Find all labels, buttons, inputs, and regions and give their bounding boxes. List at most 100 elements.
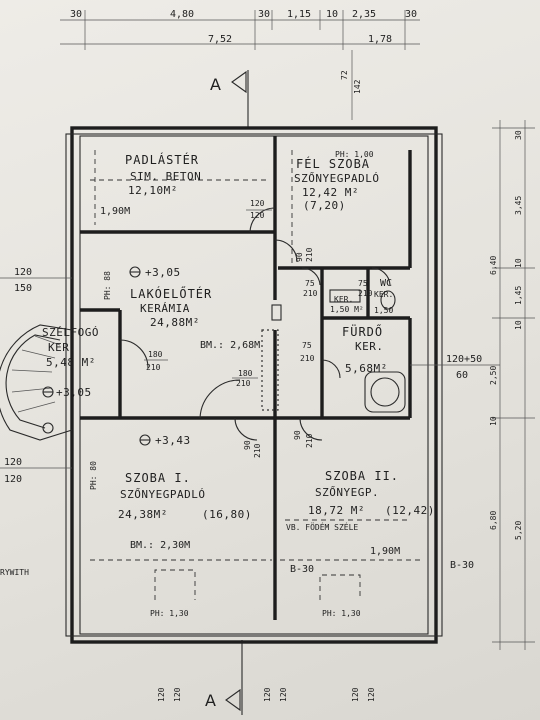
room-szoba1-level: +3,43 (155, 434, 191, 447)
room-szoba2-area: 18,72 M² (308, 504, 365, 517)
door-dim-5: 75 (305, 279, 315, 288)
dim-left-1: 120 (14, 267, 32, 278)
dim-top-right: 1,78 (368, 34, 392, 45)
room-padlaster-floor: SIM. BETON (130, 170, 201, 183)
room-ker-name: KER. (334, 295, 353, 304)
room-szoba1-ph: PH: 80 (89, 461, 98, 490)
room-szoba1-area: 24,38M² (118, 508, 168, 521)
dim-top-3: 30 (258, 9, 270, 20)
room-szoba1-ph2: PH: 1,30 (150, 609, 189, 618)
edge-text: RYWITH (0, 568, 29, 577)
room-szoba2-beam: VB. FÖDÉM SZÉLE (286, 521, 358, 532)
dim-bottom-1: 120 (157, 687, 166, 702)
room-szoba2-note: 1,90M (370, 546, 400, 557)
room-ker-area: 1,50 M² (330, 305, 364, 314)
dim-right-9: 1,45 (514, 286, 523, 305)
exterior-walls (65, 126, 443, 644)
door-dim-11: 180 (148, 350, 163, 359)
dim-bottom-6: 120 (367, 687, 376, 702)
dim-top-5: 10 (326, 9, 338, 20)
dim-left-4: 120 (4, 474, 22, 485)
dim-top-total: 7,52 (208, 34, 232, 45)
room-furdo-area: 5,68M² (345, 362, 388, 375)
room-szoba1-floor: SZŐNYEGPADLÓ (120, 487, 205, 501)
door-dim-4: 210 (305, 247, 314, 262)
dim-right-b30: B-30 (450, 560, 474, 571)
dim-right-8: 10 (514, 258, 523, 268)
room-szoba2: SZOBA II. SZŐNYEGP. 18,72 M² (12,42) VB.… (286, 469, 435, 618)
dim-right-2: 2,50 (489, 366, 498, 385)
door-dim-7: 75 (358, 279, 368, 288)
door-dim-2: 120 (250, 211, 265, 220)
dim-bottom-4: 120 (279, 687, 288, 702)
dim-right-3: 10 (489, 416, 498, 426)
interior-walls (80, 136, 412, 620)
room-fel-szoba-ph: PH: 1,00 (335, 150, 374, 159)
door-dim-6: 210 (303, 289, 318, 298)
door-dim-17: 90 (293, 430, 302, 440)
section-marker-bottom-label: A (205, 691, 216, 710)
room-padlaster-area: 12,10M² (128, 184, 178, 197)
dim-right-1: 6,40 (489, 256, 498, 275)
dim-right-6: 30 (514, 130, 523, 140)
room-wc-floor: KER. (374, 290, 393, 299)
room-furdo-floor: KER. (355, 340, 384, 353)
room-wc: WC KER. 1,50 (374, 278, 393, 315)
bathroom-fixtures (329, 289, 406, 413)
door-dim-8: 210 (358, 289, 373, 298)
room-szelfogo-floor: KER. (48, 341, 77, 354)
dim-right-window: 120+50 (446, 354, 482, 365)
room-fel-szoba: PH: 1,00 FÉL SZOBA SZŐNYEGPADLÓ 12,42 M²… (294, 150, 379, 212)
room-fel-szoba-name: FÉL SZOBA (296, 156, 370, 171)
room-szelfogo-name: SZÉLFOGÓ (42, 326, 99, 339)
dim-top-1: 30 (70, 9, 82, 20)
door-dim-3: 90 (295, 252, 304, 262)
room-szoba1-bh: BM.: 2,30M (130, 540, 190, 551)
room-padlaster-note: 1,90M (100, 206, 130, 217)
dim-top-2: 4,80 (170, 9, 194, 20)
door-dim-12: 210 (146, 363, 161, 372)
room-szelfogo-level: +3,05 (56, 386, 92, 399)
door-dim-9: 75 (302, 341, 312, 350)
room-furdo: FÜRDŐ KER. 5,68M² (342, 323, 388, 375)
section-marker-top-label: A (210, 75, 221, 94)
room-lakoeloter-area: 24,88M² (150, 316, 200, 329)
dim-right-4: 6,80 (489, 511, 498, 530)
chimney-shaft (261, 329, 279, 411)
room-szoba1-area2: (16,80) (202, 508, 252, 521)
room-szelfogo: SZÉLFOGÓ KER. 5,48 M² +3,05 (42, 326, 99, 399)
roof-edge-lines (90, 150, 420, 600)
room-szoba2-ph2: PH: 1,30 (322, 609, 361, 618)
room-lakoeloter: PH: 88 +3,05 LAKÓELŐTÉR KERÁMIA 24,88M² … (103, 266, 260, 351)
room-padlaster: PADLÁSTÉR SIM. BETON 12,10M² 1,90M (100, 152, 201, 217)
room-fel-szoba-area2: (7,20) (303, 199, 346, 212)
room-lakoeloter-name: LAKÓELŐTÉR (130, 286, 212, 301)
door-swings (119, 207, 391, 441)
room-fel-szoba-floor: SZŐNYEGPADLÓ (294, 171, 379, 185)
dim-right-window-h: 60 (456, 370, 468, 381)
door-dim-16: 210 (253, 443, 262, 458)
room-szoba2-floor: SZŐNYEGP. (315, 485, 379, 499)
dim-right-10: 10 (514, 320, 523, 330)
level-markers (42, 266, 151, 446)
room-fel-szoba-area: 12,42 M² (302, 186, 359, 199)
room-wc-name: WC (380, 278, 392, 289)
room-szoba2-area2: (12,42) (385, 504, 435, 517)
room-wc-area: 1,50 (374, 306, 393, 315)
dim-bottom-5: 120 (351, 687, 360, 702)
bottom-dimensions: 120 120 120 120 120 120 (157, 687, 376, 702)
room-lakoeloter-bh: BM.: 2,68M (200, 340, 260, 351)
right-dimension-chain: 6,40 2,50 10 6,80 5,20 30 3,45 10 1,45 1… (290, 120, 535, 650)
room-furdo-name: FÜRDŐ (342, 323, 383, 339)
room-szelfogo-area: 5,48 M² (46, 356, 96, 369)
spiral-staircase (0, 324, 73, 441)
left-dimensions: 120 150 120 120 RYWITH (0, 267, 72, 577)
dim-top-4: 1,15 (287, 9, 311, 20)
room-lakoeloter-floor: KERÁMIA (140, 302, 190, 315)
room-lakoeloter-level: +3,05 (145, 266, 181, 279)
dim-top-6: 2,35 (352, 9, 376, 20)
room-padlaster-name: PADLÁSTÉR (125, 152, 199, 167)
dim-right-5: 5,20 (514, 521, 523, 540)
